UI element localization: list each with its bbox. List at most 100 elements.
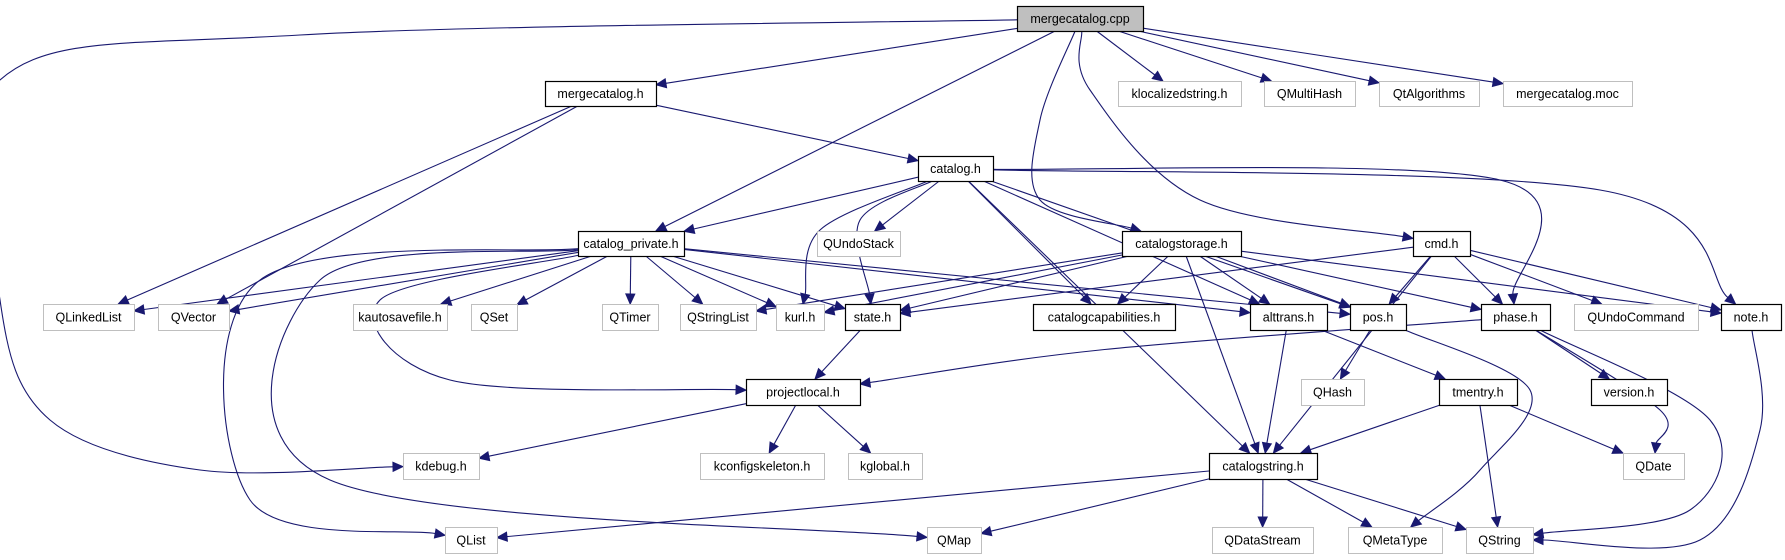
arrowhead-icon: [1257, 293, 1271, 305]
edge-line: [1285, 478, 1364, 523]
arrowhead-icon: [764, 297, 778, 308]
node-state-h[interactable]: state.h: [844, 303, 902, 332]
edge-line: [1453, 255, 1496, 298]
edge-line: [1534, 329, 1602, 374]
node-label: QTimer: [609, 311, 650, 325]
node-alttrans-h[interactable]: alttrans.h: [1249, 303, 1329, 332]
edge-catalog_h-to-phase_h: [992, 166, 1542, 306]
edge-line: [1240, 250, 1712, 313]
node-label: QVector: [171, 311, 216, 325]
arrowhead-icon: [1261, 441, 1273, 455]
node-catalogstring-h[interactable]: catalogstring.h: [1208, 452, 1319, 481]
arrowhead-icon: [916, 531, 929, 542]
edge-line: [804, 180, 929, 295]
edge-line: [238, 251, 579, 310]
node-tmentry-h[interactable]: tmentry.h: [1438, 378, 1519, 407]
arrowhead-icon: [1299, 444, 1313, 455]
edge-line: [659, 255, 768, 304]
edge-line: [1395, 255, 1432, 297]
node-label: kdebug.h: [415, 460, 466, 474]
node-mergecatalog-cpp[interactable]: mergecatalog.cpp: [1016, 5, 1145, 33]
node-box: [745, 378, 862, 407]
node-box: [1438, 378, 1519, 407]
node-box: [1032, 303, 1177, 332]
node-note-h[interactable]: note.h: [1720, 303, 1783, 332]
node-qhash: QHash: [1301, 379, 1365, 406]
arrowhead-icon: [1650, 441, 1662, 455]
node-label: QStringList: [687, 311, 749, 325]
arrowhead-icon: [682, 223, 696, 235]
edge-tmentry_h-to-QString: [1479, 404, 1502, 529]
node-cmd-h[interactable]: cmd.h: [1412, 230, 1472, 258]
arrowhead-icon: [1338, 297, 1352, 308]
node-phase-h[interactable]: phase.h: [1480, 303, 1552, 332]
edge-line: [1542, 329, 1764, 549]
edge-catalogstorage_h-to-kurl_h: [822, 254, 1123, 316]
edge-projectlocal_h-to-kdebug_h: [477, 403, 747, 462]
node-box: [1348, 527, 1443, 554]
node-box: [471, 304, 518, 331]
node-pos-h[interactable]: pos.h: [1349, 303, 1408, 332]
node-label: kurl.h: [785, 311, 816, 325]
arrowhead-icon: [1339, 307, 1352, 319]
arrowhead-icon: [477, 450, 491, 462]
node-label: mergecatalog.moc: [1516, 87, 1619, 101]
edge-line: [683, 248, 1341, 314]
node-box: [1466, 527, 1534, 554]
edge-line: [856, 180, 933, 295]
arrowhead-icon: [132, 304, 146, 315]
arrowhead-icon: [1469, 302, 1483, 313]
edge-line: [225, 105, 578, 300]
node-catalogcapabilities-h[interactable]: catalogcapabilities.h: [1032, 303, 1177, 332]
node-qmetatype: QMetaType: [1348, 527, 1443, 554]
edge-cmd_h-to-note_h: [1469, 249, 1723, 313]
arrowhead-icon: [1507, 293, 1519, 306]
edge-catalogstring_h-to-QMap: [979, 478, 1210, 537]
node-catalog-private-h[interactable]: catalog_private.h: [577, 230, 686, 258]
edge-catalog_private_h-to-QSet: [515, 255, 608, 306]
arrowhead-icon: [1249, 441, 1260, 455]
edge-line: [664, 30, 1056, 227]
node-catalogstorage-h[interactable]: catalogstorage.h: [1121, 230, 1243, 258]
edge-line: [488, 403, 747, 457]
edge-line: [909, 246, 1414, 313]
node-label: QUndoCommand: [1587, 311, 1684, 325]
arrowhead-icon: [859, 442, 872, 454]
edge-line: [1238, 255, 1472, 308]
node-box: [1379, 81, 1480, 107]
node-qlist: QList: [445, 527, 498, 554]
edge-line: [143, 250, 579, 311]
edge-line: [821, 329, 861, 373]
arrowhead-icon: [1238, 441, 1251, 454]
node-box: [817, 231, 901, 257]
edge-line: [629, 255, 632, 295]
node-label: kconfigskeleton.h: [714, 460, 811, 474]
node-label: klocalizedstring.h: [1132, 87, 1228, 101]
node-projectlocal-h[interactable]: projectlocal.h: [745, 378, 862, 407]
edge-line: [1138, 30, 1370, 82]
node-version-h[interactable]: version.h: [1590, 378, 1669, 407]
edge-line: [1199, 255, 1262, 299]
arrowhead-icon: [1709, 302, 1723, 313]
edge-line: [0, 19, 1018, 474]
edge-pos_h-to-QHash: [1339, 329, 1371, 381]
node-label: tmentry.h: [1452, 386, 1503, 400]
node-label: note.h: [1734, 311, 1769, 325]
nodes-layer: mergecatalog.cpp mergecatalog.h klocalized…: [43, 5, 1783, 554]
node-catalog-h[interactable]: catalog.h: [917, 155, 995, 183]
edge-catalogstorage_h-to-alttrans_h: [1199, 255, 1271, 305]
node-mergecatalog-h[interactable]: mergecatalog.h: [544, 80, 658, 108]
node-box: [1249, 303, 1329, 332]
edge-line: [1469, 253, 1593, 302]
edge-cmd_h-to-catalogstring_h: [1272, 255, 1432, 454]
edge-tmentry_h-to-catalogstring_h: [1299, 404, 1441, 455]
edge-catalog_h-to-QUndoStack: [873, 180, 940, 232]
edge-line: [1078, 30, 1404, 238]
edge-line: [1479, 404, 1497, 518]
edge-line: [1508, 404, 1615, 450]
node-box: [1574, 304, 1699, 331]
node-qundocommand: QUndoCommand: [1574, 304, 1699, 331]
node-kconfigskeleton-h: kconfigskeleton.h: [700, 453, 825, 480]
edge-line: [992, 166, 1542, 295]
arrowhead-icon: [1239, 306, 1252, 317]
